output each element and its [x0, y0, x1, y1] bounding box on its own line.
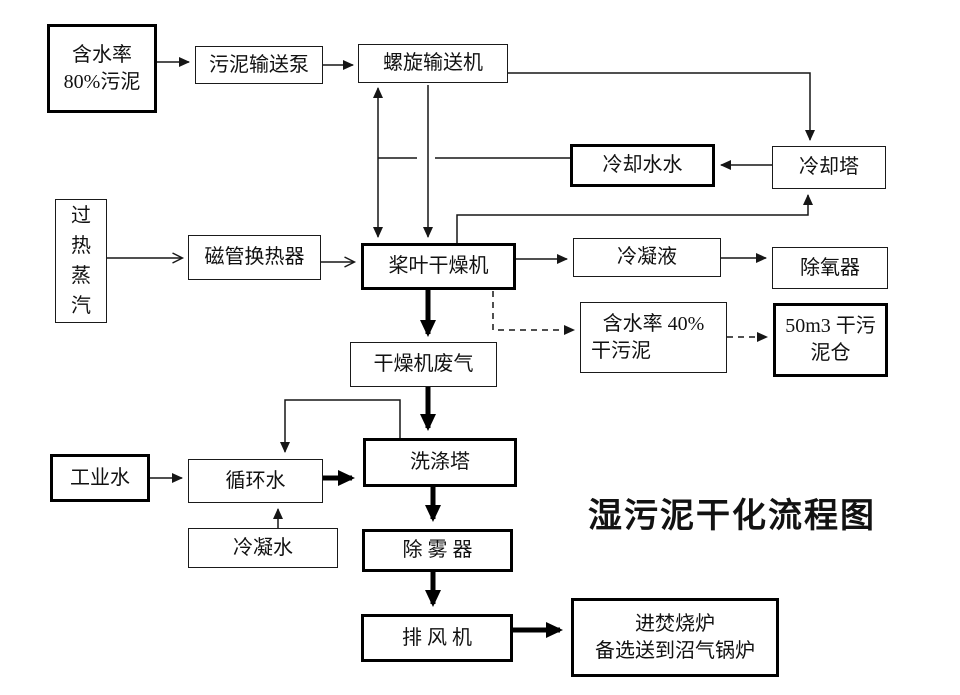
node-label: 螺旋输送机 [383, 52, 483, 74]
node-label: 冷却水水 [602, 154, 683, 176]
edge-screw-conveyor-to-cooling-tower [508, 72, 815, 141]
node-label: 50m3 干污 [785, 315, 876, 337]
node-dry-sludge-40pct: 含水率 40% 干污泥 [580, 302, 727, 373]
node-label: 排 风 机 [402, 626, 472, 649]
node-label: 80%污泥 [63, 70, 141, 93]
node-label: 泥仓 [810, 342, 851, 364]
node-label: 工业水 [70, 466, 130, 489]
node-condensate-liquid: 冷凝液 [573, 238, 721, 277]
node-cooling-water: 冷却水水 [570, 144, 715, 187]
node-label: 磁管换热器 [204, 246, 305, 268]
node-label: 过 [71, 205, 91, 227]
node-label: 桨叶干燥机 [388, 255, 489, 277]
node-paddle-dryer: 桨叶干燥机 [361, 243, 516, 290]
node-heat-exchanger: 磁管换热器 [188, 235, 321, 280]
node-label: 污泥输送泵 [209, 53, 309, 76]
node-superheated-steam: 过 热 蒸 汽 [55, 199, 107, 323]
node-washing-tower: 洗涤塔 [363, 438, 517, 487]
node-incinerator: 进焚烧炉 备选送到沼气锅炉 [571, 598, 779, 677]
node-dryer-exhaust-gas: 干燥机废气 [350, 342, 497, 387]
node-label: 除 雾 器 [402, 539, 473, 561]
node-label: 洗涤塔 [410, 451, 470, 473]
node-label: 冷凝液 [617, 246, 677, 268]
node-condensate-water: 冷凝水 [188, 528, 338, 568]
node-label: 冷却塔 [799, 156, 859, 178]
node-wet-sludge-80pct: 含水率 80%污泥 [47, 24, 157, 113]
node-label: 冷凝水 [233, 536, 293, 559]
node-label: 汽 [71, 295, 91, 317]
node-circulating-water: 循环水 [188, 459, 323, 503]
node-screw-conveyor: 螺旋输送机 [358, 44, 508, 83]
node-dry-sludge-silo: 50m3 干污 泥仓 [773, 303, 888, 377]
edge-paddle-dryer-to-cooling-tower [456, 194, 813, 243]
edge-washing-tower-to-circulating-water [280, 399, 401, 453]
node-label: 含水率 [72, 43, 132, 66]
node-label: 热 [71, 235, 91, 257]
edge-paddle-dryer-to-dry-sludge [492, 291, 575, 335]
diagram-title: 湿污泥干化流程图 [588, 496, 876, 536]
node-exhaust-fan: 排 风 机 [361, 614, 513, 662]
node-label: 干污泥 [591, 339, 651, 362]
node-label: 除氧器 [800, 256, 860, 279]
node-demister: 除 雾 器 [362, 529, 513, 572]
node-deaerator: 除氧器 [772, 247, 888, 289]
node-label: 蒸 [71, 265, 91, 287]
node-cooling-tower: 冷却塔 [772, 146, 886, 189]
node-sludge-transfer-pump: 污泥输送泵 [195, 46, 323, 84]
node-industrial-water: 工业水 [50, 454, 150, 502]
node-label: 干燥机废气 [373, 353, 474, 375]
node-label: 含水率 40% [602, 312, 705, 335]
node-label: 进焚烧炉 [635, 612, 715, 635]
node-label: 循环水 [225, 469, 286, 492]
node-label: 备选送到沼气锅炉 [595, 639, 755, 662]
